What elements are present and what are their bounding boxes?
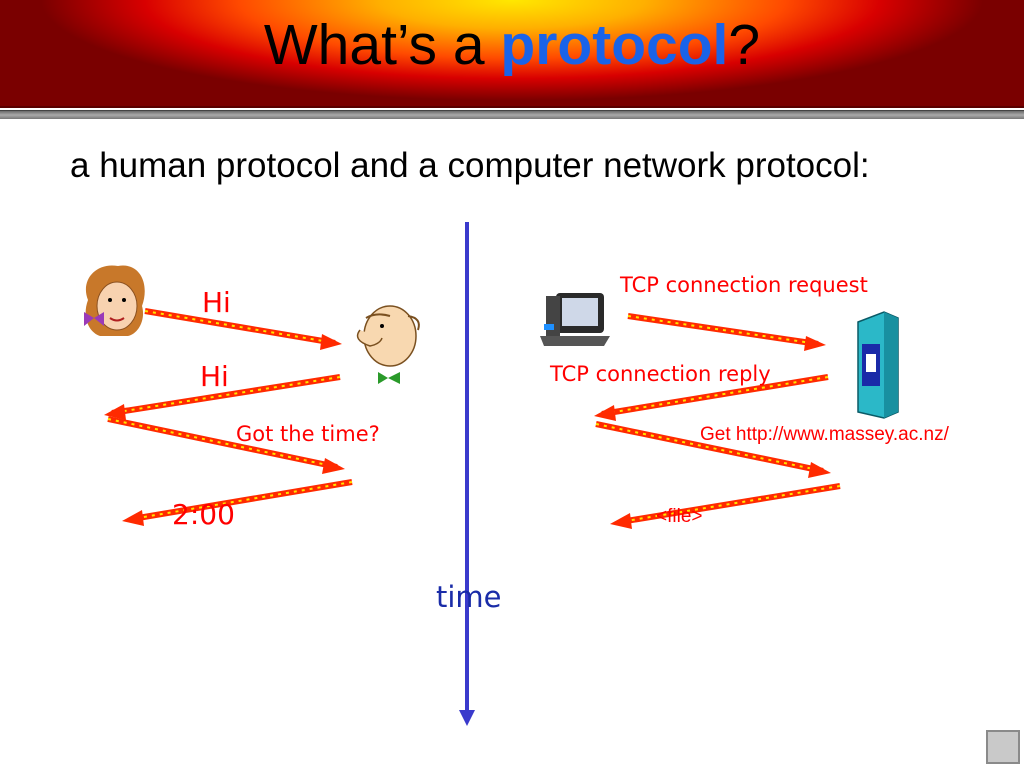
title-suffix: ? — [728, 13, 761, 77]
human-arrow-2 — [104, 374, 341, 420]
time-axis-arrowhead — [459, 710, 475, 726]
network-msg-4: <file> — [656, 506, 703, 527]
woman-avatar-icon — [84, 265, 145, 336]
network-arrow-1 — [627, 313, 826, 351]
time-axis-label: time — [436, 580, 502, 614]
title-accent: protocol — [500, 13, 729, 77]
human-msg-3: Got the time? — [236, 422, 380, 446]
slide-title: What’s a protocol? — [0, 12, 1024, 78]
network-msg-3: Get http://www.massey.ac.nz/ — [700, 424, 949, 445]
network-msg-2: TCP connection reply — [550, 362, 771, 386]
computer-icon — [540, 293, 610, 346]
human-arrow-1 — [144, 308, 342, 350]
human-msg-1: Hi — [202, 286, 231, 319]
slide-subtitle: a human protocol and a computer network … — [70, 146, 870, 185]
title-divider — [0, 110, 1024, 119]
network-arrow-2 — [594, 374, 829, 421]
network-arrow-4 — [610, 483, 841, 529]
man-avatar-icon — [356, 305, 420, 384]
network-msg-1: TCP connection request — [620, 273, 868, 297]
title-prefix: What’s a — [263, 13, 501, 77]
human-msg-2: Hi — [200, 360, 229, 393]
network-arrow-3 — [595, 421, 831, 478]
human-arrow-3 — [107, 416, 345, 474]
human-arrow-4 — [122, 479, 353, 526]
server-icon — [857, 311, 899, 419]
title-banner — [0, 0, 1024, 108]
human-msg-4: 2:00 — [172, 498, 235, 531]
home-icon[interactable] — [986, 730, 1020, 764]
